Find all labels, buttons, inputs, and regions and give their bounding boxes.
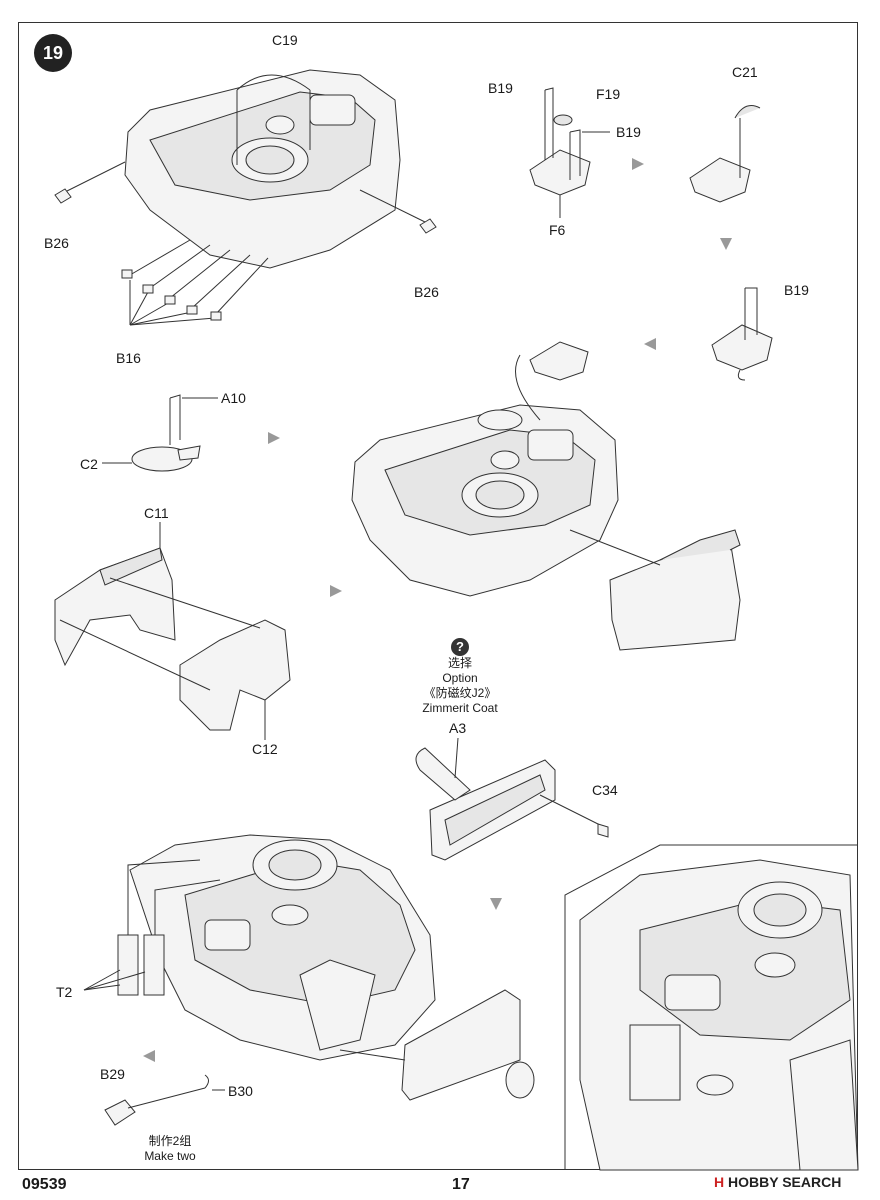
label-c21: C21 bbox=[732, 64, 758, 80]
hatch-assembly-c21 bbox=[689, 105, 761, 203]
mantlet-a3 bbox=[415, 737, 609, 861]
watermark-text: HOBBY SEARCH bbox=[728, 1174, 842, 1190]
label-b19-mid: B19 bbox=[616, 124, 641, 140]
watermark-logo-icon: H bbox=[714, 1174, 725, 1190]
tool-b29-b30 bbox=[104, 1074, 225, 1126]
option-note: ? 选择 Option 《防磁纹J2》 Zimmerit Coat bbox=[390, 638, 530, 716]
turret-upper-left bbox=[124, 69, 401, 269]
label-c11: C11 bbox=[144, 505, 169, 521]
option-en: Option bbox=[442, 671, 478, 685]
label-a10: A10 bbox=[221, 390, 246, 406]
option-cn: 选择 bbox=[447, 656, 472, 670]
make-two-en: Make two bbox=[144, 1149, 196, 1163]
bin-right bbox=[569, 529, 741, 651]
option-question-icon: ? bbox=[451, 638, 469, 656]
label-f6: F6 bbox=[549, 222, 566, 238]
label-b26-right: B26 bbox=[414, 284, 439, 300]
label-f19: F19 bbox=[596, 86, 621, 102]
label-b16: B16 bbox=[116, 350, 141, 366]
make-two-cn: 制作2组 bbox=[148, 1134, 192, 1148]
inset-turret bbox=[579, 859, 859, 1171]
label-c34: C34 bbox=[592, 782, 618, 798]
label-c12: C12 bbox=[252, 741, 278, 757]
product-code: 09539 bbox=[22, 1176, 67, 1193]
label-a3: A3 bbox=[449, 720, 467, 736]
label-b29: B29 bbox=[100, 1066, 125, 1082]
watermark: H HOBBY SEARCH bbox=[714, 1174, 841, 1190]
zimmerit-cn: 《防磁纹J2》 bbox=[423, 686, 497, 700]
hatch-assembly-f6 bbox=[529, 87, 610, 218]
turret-middle bbox=[351, 341, 619, 597]
track-links-t2 bbox=[83, 859, 221, 996]
page-number: 17 bbox=[452, 1176, 470, 1193]
hatch-assembly-b19 bbox=[711, 287, 773, 381]
b16-lugs bbox=[121, 239, 269, 326]
zimmerit-en: Zimmerit Coat bbox=[422, 701, 498, 715]
step-number-badge: 19 bbox=[34, 34, 72, 72]
page-frame bbox=[18, 22, 858, 1170]
turret-lower-left bbox=[129, 834, 535, 1101]
bin-c11-c12 bbox=[54, 522, 291, 740]
label-b19-top: B19 bbox=[488, 80, 513, 96]
flow-arrows bbox=[143, 158, 732, 1062]
hatch-a10-c2 bbox=[102, 394, 218, 472]
make-two-note: 制作2组 Make two bbox=[120, 1134, 220, 1164]
label-b19-right: B19 bbox=[784, 282, 809, 298]
label-t2: T2 bbox=[56, 984, 73, 1000]
label-c19: C19 bbox=[272, 32, 298, 48]
label-b30: B30 bbox=[228, 1083, 253, 1099]
label-c2: C2 bbox=[80, 456, 98, 472]
label-b26-left: B26 bbox=[44, 235, 69, 251]
